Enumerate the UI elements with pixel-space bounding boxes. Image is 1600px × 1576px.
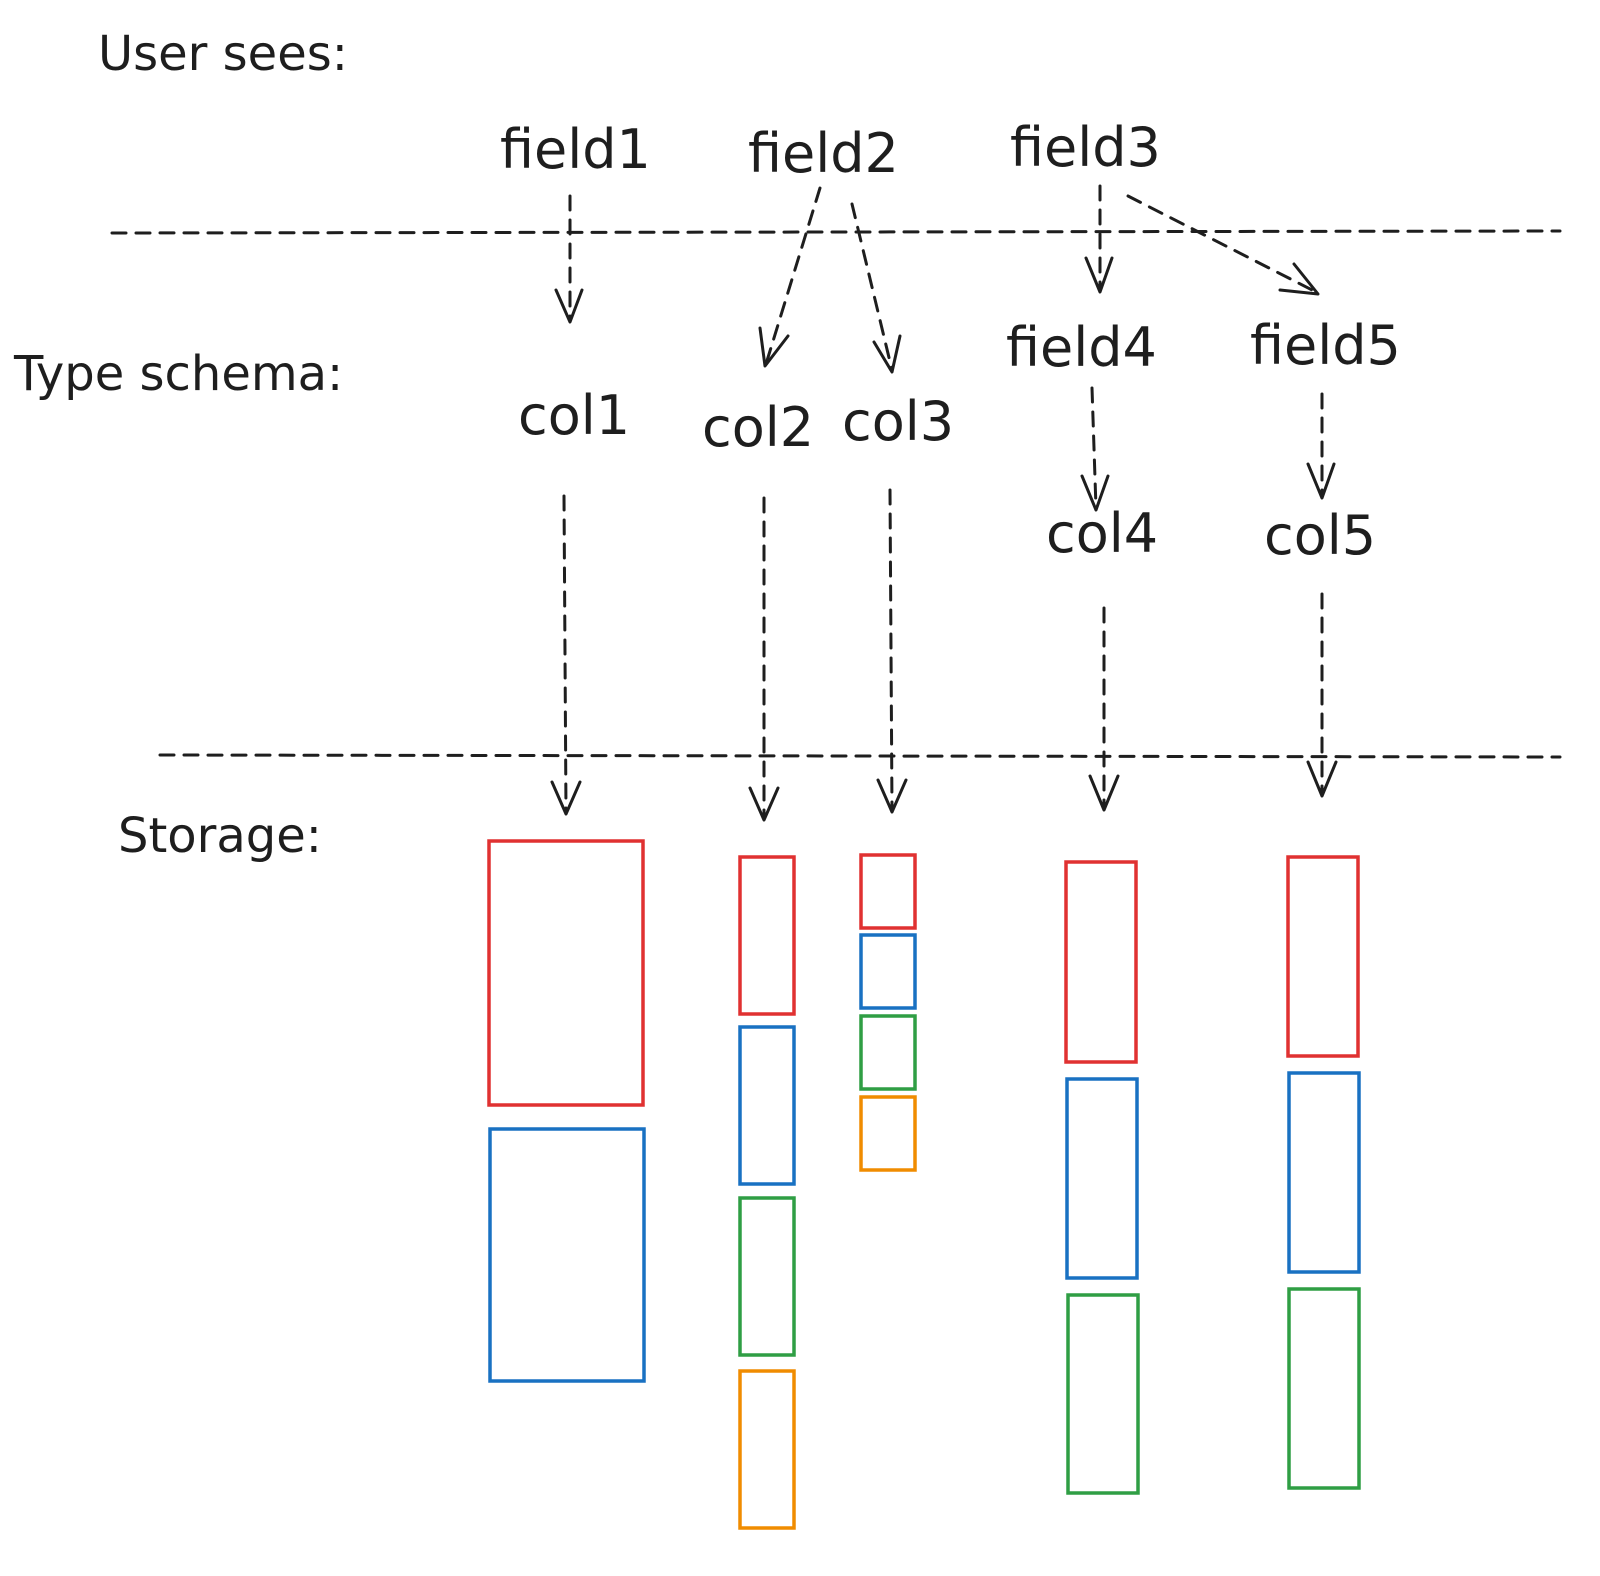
arrow-field1-col1 bbox=[554, 194, 584, 324]
field5-label: field5 bbox=[1250, 314, 1401, 377]
col4-label: col4 bbox=[1046, 502, 1158, 565]
col3-label: col3 bbox=[842, 390, 954, 453]
storage-col4-red-block bbox=[1064, 860, 1138, 1064]
storage-col5-blue-block bbox=[1287, 1071, 1361, 1274]
storage-col2-blue-block bbox=[738, 1025, 796, 1186]
arrow-field2-col3 bbox=[850, 202, 902, 374]
arrow-field5-col5 bbox=[1306, 392, 1336, 500]
arrow-col4-storage bbox=[1088, 606, 1120, 812]
storage-col5 bbox=[1286, 855, 1361, 1490]
arrow-field4-col4 bbox=[1080, 386, 1110, 512]
storage-label: Storage: bbox=[118, 808, 322, 864]
storage-col2 bbox=[738, 855, 796, 1530]
arrow-field2-col2 bbox=[758, 186, 822, 368]
col1-label: col1 bbox=[518, 384, 630, 447]
storage-col3 bbox=[859, 853, 917, 1172]
storage-col5-green-block bbox=[1287, 1287, 1361, 1490]
field2-label: field2 bbox=[748, 122, 899, 185]
arrow-field3-field5 bbox=[1126, 194, 1320, 296]
arrow-col1-storage bbox=[550, 494, 582, 816]
field1-label: field1 bbox=[500, 118, 651, 181]
divider-user-schema bbox=[110, 229, 1562, 235]
storage-col4-green-block bbox=[1066, 1293, 1140, 1495]
storage-col1-red-block bbox=[487, 839, 645, 1107]
storage-col2-green-block bbox=[738, 1196, 796, 1357]
storage-col3-green-block bbox=[859, 1014, 917, 1091]
divider-schema-storage bbox=[158, 753, 1562, 759]
storage-col3-blue-block bbox=[859, 933, 917, 1010]
field4-label: field4 bbox=[1006, 316, 1157, 379]
storage-col4-blue-block bbox=[1065, 1077, 1139, 1280]
col2-label: col2 bbox=[702, 396, 814, 459]
user-sees-label: User sees: bbox=[98, 26, 348, 82]
type-schema-label: Type schema: bbox=[13, 346, 343, 402]
arrow-col2-storage bbox=[748, 496, 780, 822]
storage-col5-red-block bbox=[1286, 855, 1360, 1058]
storage-col4 bbox=[1064, 860, 1140, 1495]
storage-col1 bbox=[487, 839, 646, 1383]
storage-col2-red-block bbox=[738, 855, 796, 1016]
arrow-col3-storage bbox=[876, 488, 908, 814]
storage-col2-orange-block bbox=[738, 1369, 796, 1530]
arrow-field3-field4 bbox=[1084, 184, 1114, 294]
arrow-col5-storage bbox=[1306, 592, 1338, 798]
field3-label: field3 bbox=[1010, 116, 1161, 179]
storage-col3-red-block bbox=[859, 853, 917, 930]
storage-col3-orange-block bbox=[859, 1095, 917, 1172]
col5-label: col5 bbox=[1264, 504, 1376, 567]
storage-col1-blue-block bbox=[488, 1127, 646, 1383]
